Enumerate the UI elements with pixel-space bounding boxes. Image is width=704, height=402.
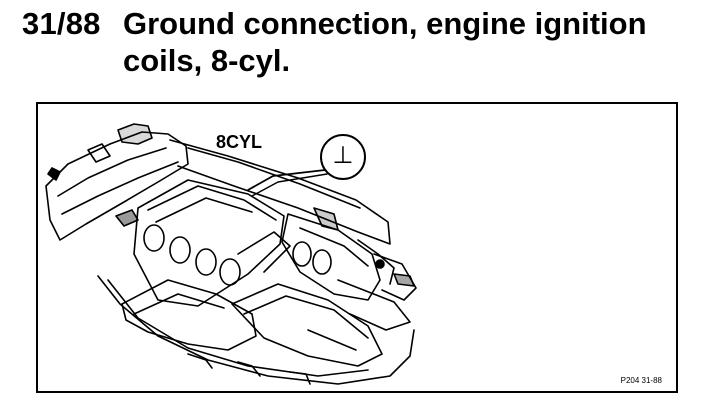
section-title-line-1: Ground connection, engine ignition (123, 6, 647, 41)
ignition-coil-cover (115, 179, 332, 307)
engine-line-drawing (45, 123, 417, 385)
engine-illustration-frame: 8CYL ⊥ P204 31-88 (36, 102, 678, 393)
section-heading: 31/88 Ground connection, engine ignition… (0, 0, 704, 80)
ground-callout-circle (320, 134, 366, 180)
ground-leader-line (247, 169, 326, 191)
engine-top-rail (169, 139, 395, 285)
ground-leader-line-2 (251, 173, 328, 197)
engine-variant-label: 8CYL (216, 132, 263, 152)
engine-base (97, 275, 415, 385)
section-title-line-2: coils, 8-cyl. (123, 43, 291, 78)
figure-reference: P204 31-88 (620, 376, 662, 385)
ground-callout (247, 134, 366, 197)
ground-symbol-glyph: ⊥ (332, 142, 354, 169)
air-intake-housing (121, 279, 383, 367)
engine-right-components (281, 213, 417, 331)
section-number: 31/88 (22, 6, 101, 41)
engine-left-housing (45, 123, 189, 241)
